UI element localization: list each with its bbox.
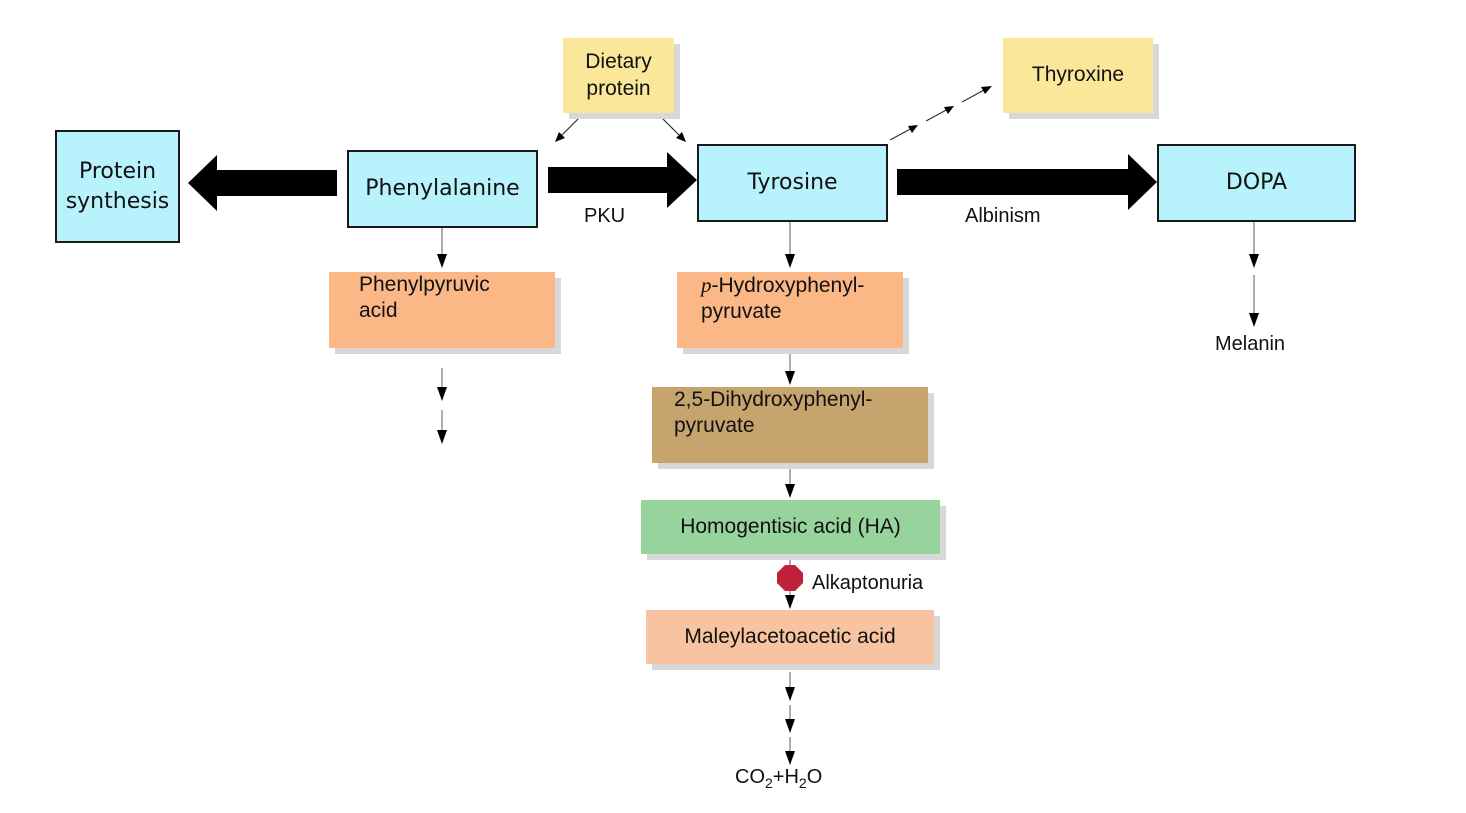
node-label: Protein [78,158,157,184]
subscript: 2 [798,775,807,791]
node-maleylacetoacetic-acid: Maleylacetoacetic acid [646,610,934,664]
para-prefix: p [701,273,712,297]
arrow-dietary-to-tyrosine [657,113,684,140]
node-dopa: DOPA [1157,144,1356,222]
node-homogentisic-acid: Homogentisic acid (HA) [641,500,940,554]
label-alkaptonuria: Alkaptonuria [812,572,924,594]
label-melanin: Melanin [1215,333,1286,355]
node-protein-synthesis: Protein synthesis [55,130,180,243]
node-dietary-protein: Dietary protein [563,38,674,113]
node-label: protein [586,76,651,100]
node-label-line2: pyruvate [701,300,782,324]
node-thyroxine: Thyroxine [1003,38,1153,113]
label-albinism: Albinism [965,205,1041,227]
node-label: Phenylalanine [365,176,520,202]
label-end-products: CO2+H2O [735,766,822,791]
arrowhead [555,132,565,142]
node-label: p-Hydroxyphenyl- [701,272,864,299]
arrowhead [676,132,686,142]
node-label: DOPA [1225,170,1288,196]
node-label: synthesis [65,188,170,214]
h-text: +H [772,766,799,788]
dashed-arrow-to-thyroxine [889,88,987,141]
vertical-arrowheads [437,254,1259,765]
label-pku: PKU [584,205,626,227]
node-label: 2,5-Dihydroxyphenyl- [674,388,873,411]
node-p-hydroxyphenylpyruvate: p-Hydroxyphenyl- pyruvate [677,272,903,348]
node-label: Homogentisic acid (HA) [680,515,901,538]
co-text: CO [735,766,765,788]
node-tyrosine: Tyrosine [697,144,888,222]
big-arrow-to-protein-synthesis [188,155,337,211]
big-arrow-pku [548,152,697,208]
node-phenylpyruvic-acid: Phenylpyruvic acid [329,272,555,348]
node-label: Dietary [585,50,652,74]
node-label: acid [359,299,398,323]
arrowheads [908,86,992,133]
big-arrow-albinism [897,154,1157,210]
node-label: pyruvate [674,414,755,438]
node-label: Maleylacetoacetic acid [684,625,896,648]
alkaptonuria-block-icon [777,565,803,591]
node-label-line1: -Hydroxyphenyl- [711,274,865,297]
subscript: 2 [765,775,773,791]
o-text: O [806,766,823,788]
node-dihydroxyphenylpyruvate: 2,5-Dihydroxyphenyl- pyruvate [652,387,928,463]
node-phenylalanine: Phenylalanine [347,150,538,228]
arrow-dietary-to-phenylalanine [557,113,584,140]
node-label: Tyrosine [747,170,838,196]
node-label: Thyroxine [1031,63,1125,87]
node-label: Phenylpyruvic [359,273,490,296]
